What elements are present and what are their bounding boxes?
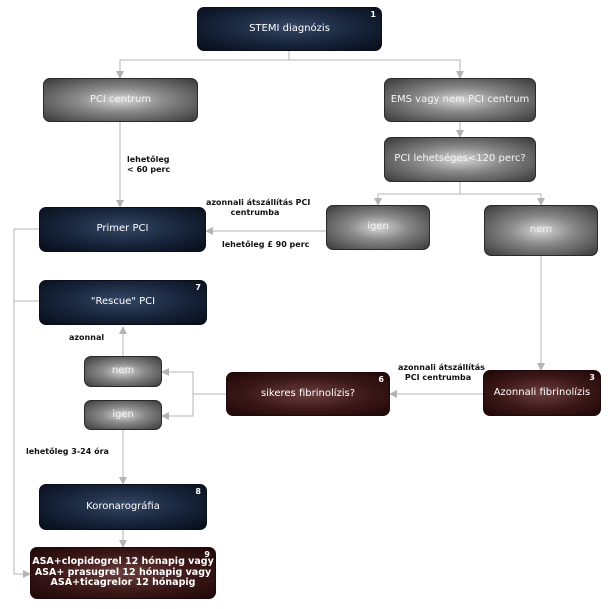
node-koronarografia-label: Koronarográfia	[86, 500, 160, 512]
edge-pci-lehet-split	[374, 182, 461, 206]
therapy-line-2: ASA+ prasugrel 12 hónapig vagy	[34, 566, 212, 578]
node-igen-2-label: igen	[112, 408, 134, 420]
node-number: 6	[378, 375, 384, 384]
node-stemi-diagnozis-label: STEMI diagnózis	[249, 22, 330, 34]
node-nem-2: nem	[84, 356, 162, 387]
edge-sikeres-split	[161, 368, 226, 395]
edge-label-line: lehetőleg £ 90 perc	[222, 240, 310, 249]
edge-primer-final	[13, 228, 39, 578]
node-nem-1-label: nem	[529, 224, 553, 236]
node-number: 3	[589, 373, 595, 382]
edge-label-line: PCI centrumba	[404, 373, 472, 383]
node-pci-lehetseges: PCI lehetséges<120 perc?	[384, 137, 536, 182]
node-pci-centrum: PCI centrum	[43, 78, 198, 122]
node-ems-label: EMS vagy nem PCI centrum	[390, 93, 530, 105]
edge-label-lehetoleg-3-24: lehetőleg 3-24 óra	[26, 447, 109, 457]
node-antiplatelet-therapy: ASA+clopidogrel 12 hónapig vagy ASA+ pra…	[30, 547, 216, 599]
edge-pci-lehet-nem	[460, 193, 545, 206]
edge-stemi-ems	[289, 59, 464, 79]
node-stemi-diagnozis: STEMI diagnózis 1	[197, 7, 382, 51]
node-number: 7	[195, 283, 201, 292]
node-nem-2-label: nem	[111, 365, 135, 377]
edge-label-azonnal: azonnal	[69, 333, 104, 343]
node-primer-pci-label: Primer PCI	[96, 223, 149, 235]
node-igen-1: igen	[326, 205, 430, 250]
edge-label-line: azonnali átszállítás	[398, 363, 485, 372]
edge-label-lehetoleg-90: lehetőleg £ 90 perc	[222, 240, 309, 250]
node-ems-nem-pci: EMS vagy nem PCI centrum	[384, 78, 536, 122]
node-azonnali-fibrinolizis-label: Azonnali fibrinolízis	[493, 386, 591, 398]
node-rescue-pci: "Rescue" PCI 7	[39, 280, 207, 325]
edge-label-line: azonnali átszállítás PCI	[206, 198, 311, 207]
edge-stemi-split	[116, 51, 290, 79]
node-pci-centrum-label: PCI centrum	[89, 93, 152, 105]
edge-label-azonnali-atszallitas-2: azonnali átszállítás PCI centrumba	[398, 363, 485, 384]
node-igen-1-label: igen	[367, 221, 389, 233]
edge-label-line: azonnal	[69, 333, 105, 342]
node-azonnali-fibrinolizis: Azonnali fibrinolízis 3	[483, 370, 601, 416]
edge-label-azonnali-atszallitas-1: azonnali átszállítás PCI centrumba	[206, 198, 311, 219]
node-igen-2: igen	[84, 400, 162, 430]
node-sikeres-label: sikeres fibrinolízis?	[260, 387, 356, 399]
edge-sikeres-igen	[161, 394, 194, 420]
node-number: 8	[195, 487, 201, 496]
node-pci-lehetseges-label: PCI lehetséges<120 perc?	[394, 153, 526, 165]
node-nem-1: nem	[484, 205, 598, 256]
edge-label-line: < 60 perc	[127, 165, 171, 175]
node-number: 1	[370, 10, 376, 19]
edge-label-line: centrumba	[230, 208, 280, 218]
therapy-line-3: ASA+ticagrelor 12 hónapig	[50, 577, 196, 589]
node-koronarografia: Koronarográfia 8	[39, 484, 207, 530]
edge-label-lehetoleg-60: lehetőleg < 60 perc	[127, 155, 170, 176]
node-primer-pci: Primer PCI	[39, 207, 206, 252]
edge-label-line: lehetőleg	[127, 155, 170, 164]
node-sikeres-fibrinolizis: sikeres fibrinolízis? 6	[226, 372, 390, 416]
therapy-line-1: ASA+clopidogrel 12 hónapig vagy	[32, 555, 214, 567]
edge-label-line: lehetőleg 3-24 óra	[26, 447, 109, 456]
node-rescue-pci-label: "Rescue" PCI	[90, 296, 156, 308]
node-number: 9	[204, 550, 210, 559]
